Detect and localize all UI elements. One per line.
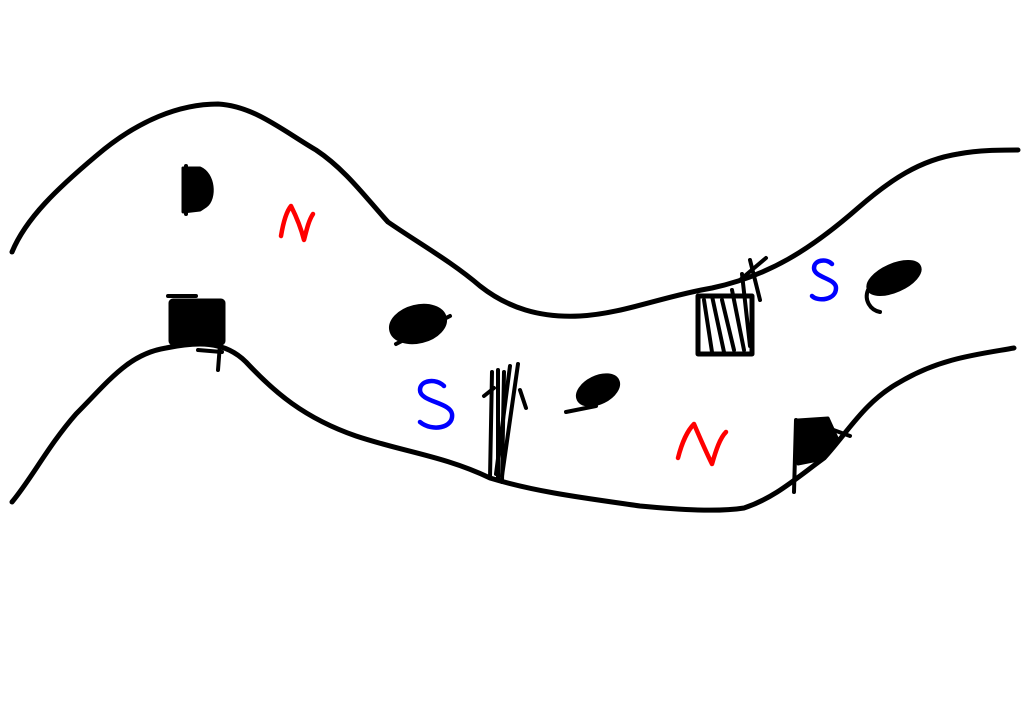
svg-text:N: N (680, 459, 681, 461)
car-blob-icon (864, 260, 922, 314)
pole-north-label-1: N (278, 203, 316, 243)
pole-south-label-2: S (809, 258, 839, 302)
svg-text:N: N (280, 239, 281, 241)
block-icon (792, 416, 852, 494)
road-upper-edge (9, 101, 1021, 319)
road-lower-edge (9, 341, 1017, 513)
pole-south-label-1: S (417, 378, 455, 431)
block-icon (695, 256, 768, 357)
road-outline-icon (9, 101, 1021, 513)
car-blob-icon (388, 303, 452, 346)
block-icon (482, 362, 528, 484)
south-pole-letter (417, 378, 455, 430)
south-pole-letter (809, 258, 839, 302)
block-icon (181, 164, 214, 216)
car-blob-icon (564, 373, 621, 414)
block-icon (166, 294, 226, 372)
north-pole-letter (278, 203, 316, 243)
north-pole-letter (675, 421, 729, 467)
pole-north-label-2: N (675, 421, 729, 467)
svg-text:S: S (418, 429, 419, 431)
